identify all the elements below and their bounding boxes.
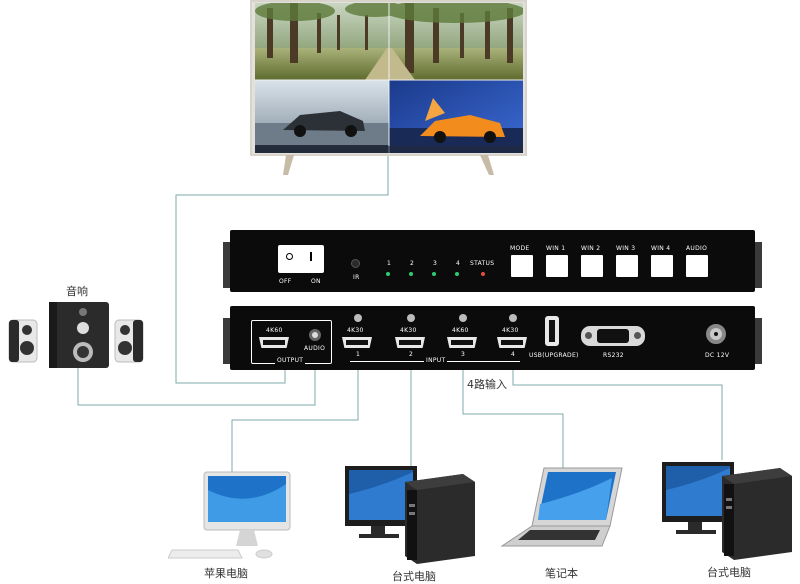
win4-button[interactable] xyxy=(651,255,673,277)
output-label: OUTPUT xyxy=(275,357,306,364)
ir-label: IR xyxy=(353,274,360,281)
led-label-4: 4 xyxy=(456,260,461,267)
input-2-res: 4K30 xyxy=(400,327,417,334)
mode-button[interactable] xyxy=(511,255,533,277)
win4-button-label: WIN 4 xyxy=(651,245,671,252)
usb-label: USB(UPGRADE) xyxy=(529,352,579,359)
line-input4 xyxy=(512,365,723,460)
tv-screen xyxy=(255,3,523,153)
win1-button-label: WIN 1 xyxy=(546,245,566,252)
line-input3 xyxy=(462,365,564,468)
led-label-2: 2 xyxy=(410,260,415,267)
led-label-3: 3 xyxy=(433,260,438,267)
window-car-orange xyxy=(389,80,523,153)
line-input1 xyxy=(231,365,359,475)
satellite-left xyxy=(8,319,38,363)
input-3-hdmi-port-icon[interactable] xyxy=(447,337,477,348)
satellite-right xyxy=(114,319,144,363)
subwoofer xyxy=(49,302,109,368)
input-3-res: 4K60 xyxy=(452,327,469,334)
audio-button-label: AUDIO xyxy=(686,245,708,252)
apple-pc-label: 苹果电脑 xyxy=(204,567,248,580)
input-screw-4-icon xyxy=(509,314,517,322)
input-screw-3-icon xyxy=(459,314,467,322)
apple-pc-icon xyxy=(168,471,291,559)
input-screw-2-icon xyxy=(407,314,415,322)
ir-sensor-icon xyxy=(351,259,360,268)
input-screw-1-icon xyxy=(354,314,362,322)
desktop-pc-2-label: 台式电脑 xyxy=(707,566,751,579)
led-label-1: 1 xyxy=(387,260,392,267)
input-4-num: 4 xyxy=(511,351,516,358)
four-inputs-label: 4路输入 xyxy=(467,378,507,391)
input-2-num: 2 xyxy=(409,351,414,358)
input-4-hdmi-port-icon[interactable] xyxy=(497,337,527,348)
desktop-pc-1-icon xyxy=(345,466,475,564)
led-3 xyxy=(432,272,436,276)
win2-button[interactable] xyxy=(581,255,603,277)
input-1-res: 4K30 xyxy=(347,327,364,334)
mode-button-label: MODE xyxy=(510,245,530,252)
win3-button-label: WIN 3 xyxy=(616,245,636,252)
laptop-label: 笔记本 xyxy=(545,567,578,580)
led-status xyxy=(481,272,485,276)
input-4-res: 4K30 xyxy=(502,327,519,334)
rear-panel-flange-right xyxy=(754,318,762,364)
front-panel-flange-right xyxy=(754,242,762,288)
audio-jack-icon[interactable] xyxy=(309,329,321,341)
power-on-label: ON xyxy=(311,278,321,285)
speaker-label: 音响 xyxy=(66,285,88,298)
dc-label: DC 12V xyxy=(705,352,730,359)
laptop-icon xyxy=(500,467,623,547)
output-port-res: 4K60 xyxy=(266,327,283,334)
led-1 xyxy=(386,272,390,276)
win2-button-label: WIN 2 xyxy=(581,245,601,252)
output-hdmi-port-icon[interactable] xyxy=(259,337,289,348)
desktop-pc-1-label: 台式电脑 xyxy=(392,570,436,583)
led-2 xyxy=(409,272,413,276)
win1-button[interactable] xyxy=(546,255,568,277)
usb-port-icon[interactable] xyxy=(545,316,559,346)
audio-button[interactable] xyxy=(686,255,708,277)
rs232-port-icon[interactable] xyxy=(581,326,645,346)
rs232-label: RS232 xyxy=(603,352,624,359)
input-3-num: 3 xyxy=(461,351,466,358)
tv-legs xyxy=(283,155,494,175)
speaker-system-icon xyxy=(8,302,144,368)
window-car-silver xyxy=(255,80,389,153)
input-1-num: 1 xyxy=(356,351,361,358)
input-1-hdmi-port-icon[interactable] xyxy=(342,337,372,348)
desktop-pc-2-icon xyxy=(662,462,792,560)
rear-panel-flange-left xyxy=(223,318,231,364)
front-panel-flange-left xyxy=(223,242,231,288)
audio-jack-label: AUDIO xyxy=(304,345,326,352)
input-label: INPUT xyxy=(424,357,448,364)
power-switch[interactable] xyxy=(278,245,324,273)
win3-button[interactable] xyxy=(616,255,638,277)
dc-power-jack-icon[interactable] xyxy=(706,324,726,344)
power-off-mark-icon xyxy=(286,253,293,260)
line-audio-to-speaker xyxy=(77,365,316,406)
power-off-label: OFF xyxy=(279,278,292,285)
led-4 xyxy=(455,272,459,276)
led-label-status: STATUS xyxy=(470,260,495,267)
power-on-mark-icon xyxy=(310,252,312,261)
input-2-hdmi-port-icon[interactable] xyxy=(395,337,425,348)
